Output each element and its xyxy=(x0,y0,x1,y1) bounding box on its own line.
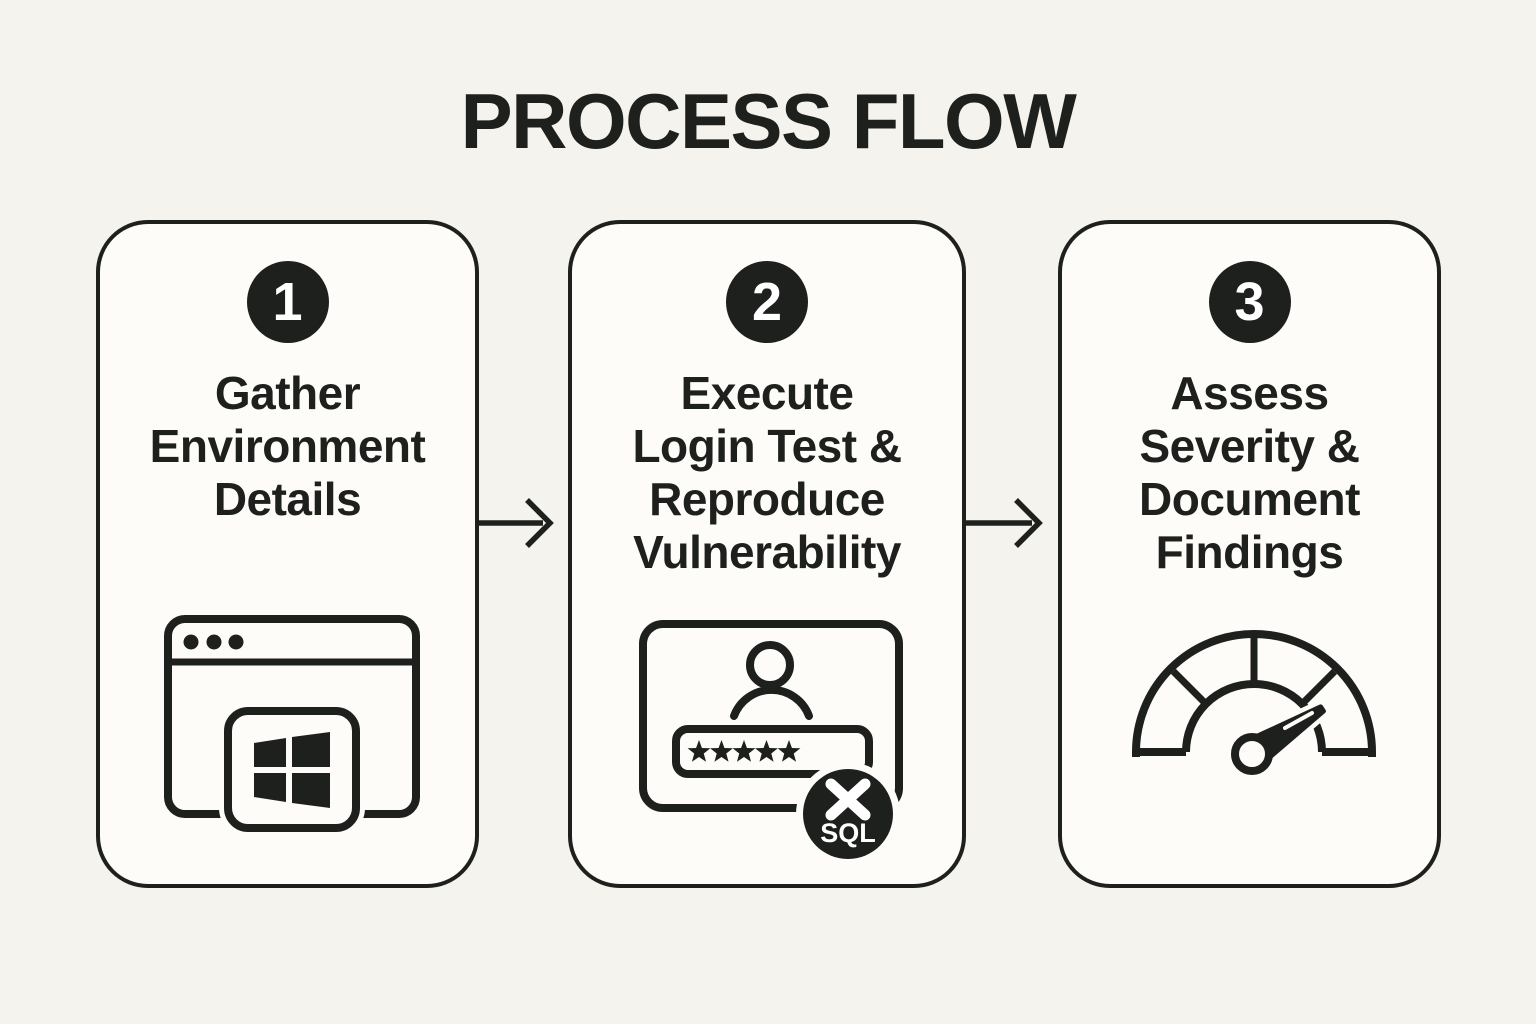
step-card-2: 2 Execute Login Test & Reproduce Vulnera… xyxy=(568,220,966,888)
window-dot-icon xyxy=(228,634,244,650)
password-field-icon xyxy=(672,725,873,778)
x-cross-icon xyxy=(825,778,871,821)
step-2-number: 2 xyxy=(751,272,783,332)
gauge-tick-icon xyxy=(1170,638,1338,707)
window-dot-icon xyxy=(183,634,199,650)
severity-gauge-icon xyxy=(1132,630,1376,775)
browser-window-windows-icon xyxy=(164,615,420,834)
step-3-label: Assess Severity & Document Findings xyxy=(1139,367,1360,578)
step-1-number-badge: 1 xyxy=(246,261,329,343)
step-2-label: Execute Login Test & Reproduce Vulnerabi… xyxy=(632,367,902,578)
flow-arrow-1 xyxy=(477,498,554,548)
step-3-number-badge: 3 xyxy=(1208,261,1291,343)
sql-error-badge: SQL xyxy=(796,762,900,862)
step-1-number: 1 xyxy=(272,272,303,332)
step-1-label: Gather Environment Details xyxy=(149,367,426,525)
step-card-1: 1 Gather Environment Details xyxy=(96,220,479,888)
login-form-password-icon: SQL xyxy=(639,620,903,862)
step-card-3: 3 Assess Severity & Document Findings xyxy=(1058,220,1441,888)
step-2-number-badge: 2 xyxy=(726,261,808,343)
sql-badge-text: SQL xyxy=(820,818,876,848)
page-title: PROCESS FLOW xyxy=(460,77,1077,165)
user-icon xyxy=(730,641,813,720)
flow-arrow-2 xyxy=(966,498,1043,548)
step-3-number: 3 xyxy=(1234,272,1265,332)
windows-logo-icon xyxy=(254,732,330,808)
window-dot-icon xyxy=(206,634,222,650)
gauge-needle-icon xyxy=(1231,699,1331,775)
